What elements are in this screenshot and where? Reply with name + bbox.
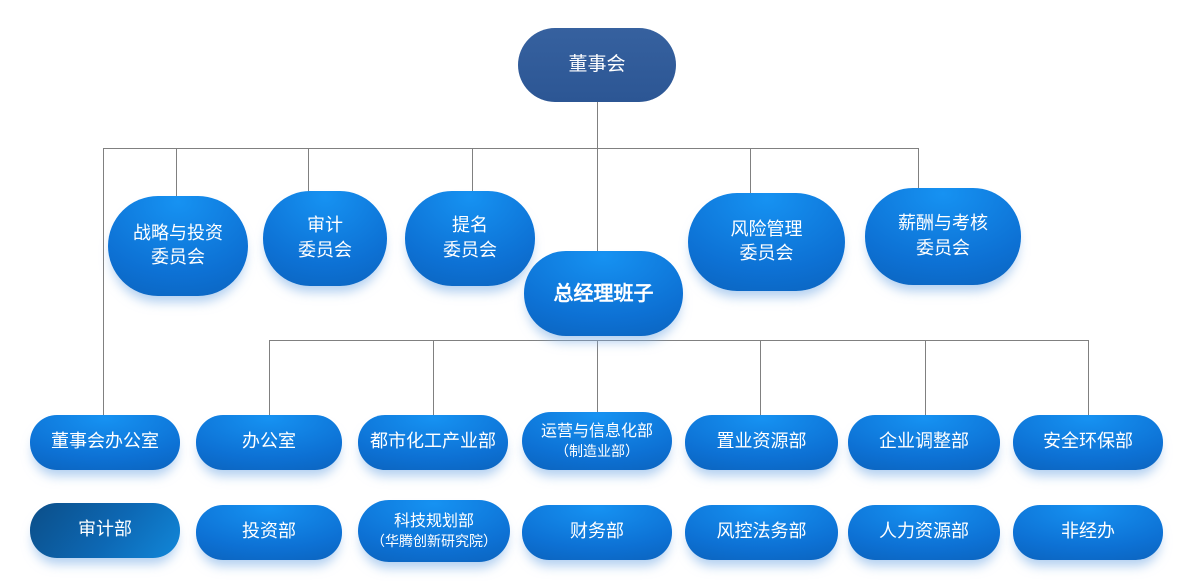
connector-board-to-gm	[597, 102, 598, 251]
org-node-hr-dept: 人力资源部	[848, 505, 1000, 560]
connector-drop-compensation-committee	[918, 148, 919, 193]
node-label: 董事会办公室	[51, 431, 159, 453]
node-label: 董事会	[568, 53, 626, 76]
node-label-line1: 审计	[307, 215, 343, 237]
node-label-line1: 提名	[452, 215, 488, 237]
node-label: 投资部	[242, 521, 296, 543]
connector-drop-enterprise-adjustment	[925, 340, 926, 415]
org-node-risk-management-committee: 风险管理 委员会	[688, 193, 845, 291]
org-node-office: 办公室	[196, 415, 342, 470]
org-node-urban-chemical-dept: 都市化工产业部	[358, 415, 508, 470]
connector-drop-nomination-committee	[472, 148, 473, 196]
connector-drop-strategy-committee	[176, 148, 177, 198]
node-label: 人力资源部	[879, 521, 969, 543]
connector-bus-committees	[103, 148, 919, 149]
node-label-line2: 委员会	[151, 247, 205, 268]
node-label: 非经办	[1061, 521, 1115, 543]
org-node-operations-it-dept: 运营与信息化部 （制造业部）	[522, 412, 672, 470]
connector-drop-office	[269, 340, 270, 415]
connector-bus-departments	[269, 340, 1089, 341]
org-node-investment-dept: 投资部	[196, 505, 342, 560]
org-node-compensation-assessment-committee: 薪酬与考核 委员会	[865, 188, 1021, 285]
node-label: 安全环保部	[1043, 431, 1133, 453]
node-label: 总经理班子	[553, 281, 654, 305]
org-node-audit-dept: 审计部	[30, 503, 180, 558]
node-label: 财务部	[570, 521, 624, 543]
org-node-tech-planning-dept: 科技规划部 （华腾创新研究院）	[358, 500, 510, 562]
org-node-board: 董事会	[518, 28, 676, 102]
node-label-line2: 委员会	[916, 237, 970, 259]
org-node-finance-dept: 财务部	[522, 505, 672, 560]
node-label-line1: 战略与投资	[133, 222, 223, 244]
node-label-line1: 薪酬与考核	[898, 213, 988, 235]
node-label: 置业资源部	[716, 431, 807, 453]
connector-drop-property-resources	[760, 340, 761, 415]
org-node-property-resources-dept: 置业资源部	[685, 415, 838, 470]
org-node-non-operating-office: 非经办	[1013, 505, 1163, 560]
node-label-line2: 委员会	[443, 239, 497, 261]
node-label-line2: 委员会	[739, 243, 794, 264]
connector-drop-risk-committee	[750, 148, 751, 198]
node-label-line2: 委员会	[298, 239, 352, 261]
org-node-risk-legal-dept: 风控法务部	[685, 505, 838, 560]
org-node-nomination-committee: 提名 委员会	[405, 191, 535, 286]
connector-drop-safety-environment	[1088, 340, 1089, 415]
connector-drop-board-office	[103, 148, 104, 415]
connector-drop-urban-chemical	[433, 340, 434, 415]
connector-drop-operations-it	[597, 340, 598, 414]
node-label-line1: 风险管理	[730, 218, 803, 240]
org-node-audit-committee: 审计 委员会	[263, 191, 387, 286]
org-node-strategy-investment-committee: 战略与投资 委员会	[108, 196, 248, 296]
org-node-board-office: 董事会办公室	[30, 415, 180, 470]
org-node-enterprise-adjustment-dept: 企业调整部	[848, 415, 1000, 470]
node-sublabel: （华腾创新研究院）	[371, 534, 497, 551]
node-label: 都市化工产业部	[370, 431, 496, 453]
node-label: 科技规划部	[393, 510, 474, 530]
node-label: 审计部	[78, 519, 132, 541]
org-node-general-manager-team: 总经理班子	[524, 251, 683, 336]
org-node-safety-environment-dept: 安全环保部	[1013, 415, 1163, 470]
node-label: 办公室	[242, 431, 296, 453]
node-label: 风控法务部	[716, 521, 807, 543]
node-sublabel: （制造业部）	[555, 444, 639, 461]
node-label: 运营与信息化部	[540, 420, 653, 440]
node-label: 企业调整部	[879, 431, 969, 453]
connector-drop-audit-committee	[308, 148, 309, 196]
